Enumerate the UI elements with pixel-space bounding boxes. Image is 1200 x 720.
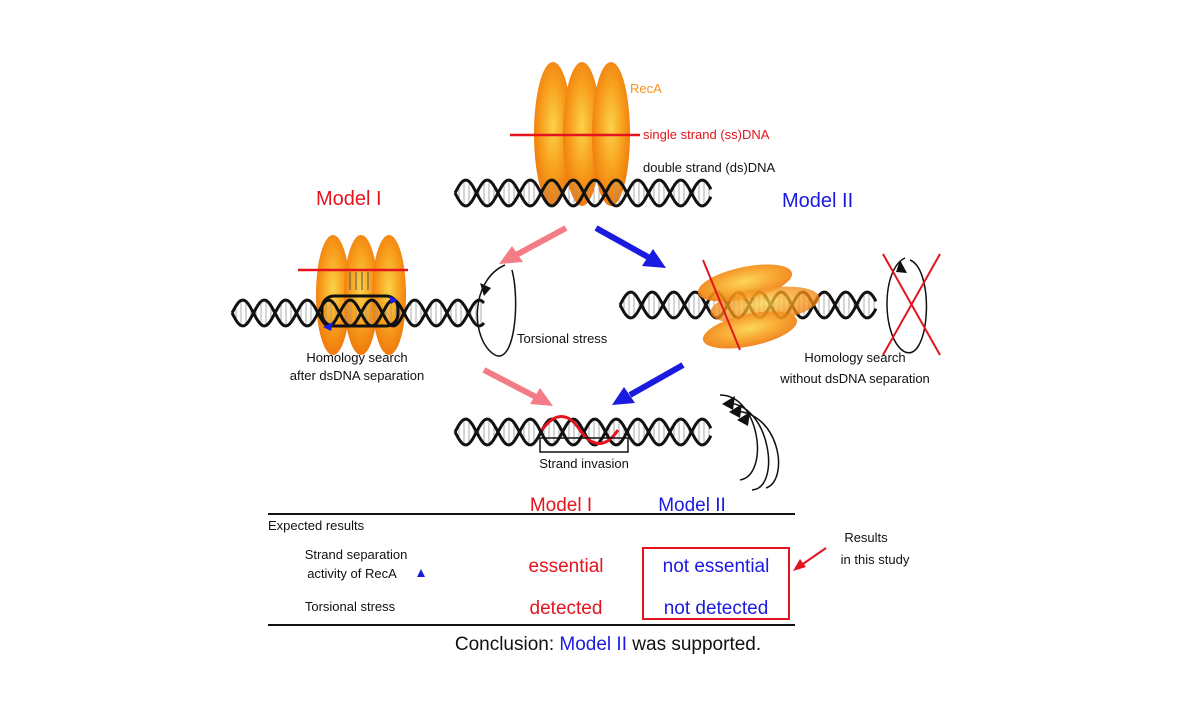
model2-caption-line1: Homology search [804,350,905,365]
row2-model1-value: detected [530,598,603,619]
model2-reca-filament [697,264,820,349]
model2-cross-mark [882,253,941,356]
model2-arrow-lower [612,362,685,405]
torsional-stress-loop [476,264,517,357]
dsdna-label: double strand (ds)DNA [643,160,776,175]
row1-model1-value: essential [529,556,604,577]
model2-arrow-upper [594,225,666,268]
conclusion-model: Model II [559,634,627,655]
reca-label: RecA [630,81,662,96]
ssdna-label: single strand (ss)DNA [643,127,770,142]
model1-blue-marker-left [323,322,333,331]
torsional-stress-label: Torsional stress [517,331,608,346]
supercoil-arrowheads [722,396,750,426]
model1-separated-strands [320,294,400,328]
strand-invasion-box [539,437,629,453]
model2-title: Model II [782,190,853,212]
row2-label-line1: Torsional stress [305,599,396,614]
results-highlight-box [642,547,790,620]
model1-arrow-upper [499,225,568,264]
model1-blue-marker-right [389,296,398,304]
model2-ssdna-line [702,259,741,351]
model1-title: Model I [316,188,382,210]
strand-invasion-label: Strand invasion [539,456,629,471]
conclusion: Conclusion: Model II was supported. [455,634,761,655]
model1-caption-line2: after dsDNA separation [290,368,424,383]
model1-caption-line1: Homology search [306,350,407,365]
annotation-line2: in this study [841,552,910,567]
section-label-expected: Expected results [268,518,365,533]
col-header-model2: Model II [658,495,726,516]
row2-model2-value: not detected [664,598,769,619]
supercoil-loops [719,394,780,491]
row1-label-line1: Strand separation [305,547,408,562]
annotation-line1: Results [844,530,888,545]
invading-strand [540,415,620,445]
model1-arrow-lower [482,367,553,406]
row1-label-line2: activity of RecA [307,566,397,581]
col-header-model1: Model I [530,495,592,516]
model2-caption-line2: without dsDNA separation [779,371,930,386]
conclusion-suffix: was supported. [627,634,761,655]
model2-no-torsion-loop [886,257,928,354]
dsdna-helix-model1 [230,298,486,328]
conclusion-prefix: Conclusion: [455,634,560,655]
results-pointer-arrow [793,547,827,571]
dsdna-helix-top [453,178,713,208]
model1-pairing-ticks [349,272,369,290]
row1-model2-value: not essential [663,556,770,577]
row1-blue-marker [417,569,425,577]
